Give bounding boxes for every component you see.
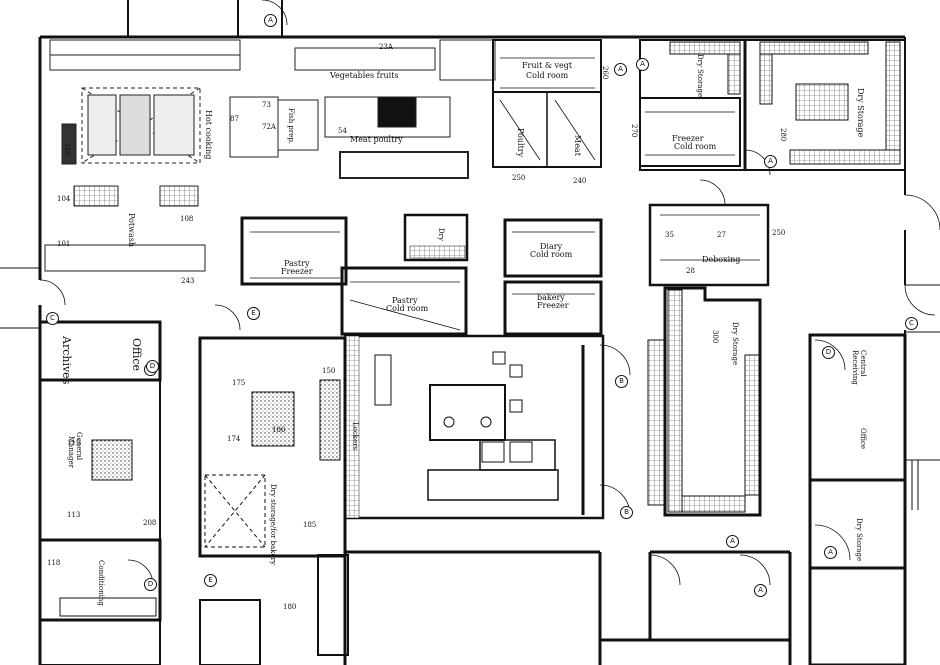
room-label-vegetables-fruits: Vegetables fruits <box>330 71 399 80</box>
lockers-restrooms <box>343 334 605 520</box>
tag-260: 260 <box>601 66 609 80</box>
tag-101: 101 <box>57 240 71 248</box>
door-marker: A <box>264 14 277 27</box>
room-label-pastry-freezer-1: Pastry <box>284 259 310 268</box>
tag-23a: 23A <box>379 43 393 51</box>
tag-208: 208 <box>143 519 157 527</box>
tag-118: 118 <box>47 559 61 567</box>
room-label-dry-storage-lower: Dry Storage <box>855 518 863 562</box>
door-marker: D <box>144 578 157 591</box>
room-label-fruit-veg-cold-room: Cold room <box>526 71 569 80</box>
room-label-office-right: Office <box>859 428 867 450</box>
bottom-walls <box>343 550 792 665</box>
door-marker: A <box>614 63 627 76</box>
room-label-archives: Archives <box>60 336 73 385</box>
room-label-pastry-freezer-2: Freezer <box>281 267 313 276</box>
room-label-dry-storage-right: Dry Storage <box>856 88 865 138</box>
tag-174: 174 <box>227 435 241 443</box>
tag-250: 250 <box>512 174 526 182</box>
room-label-fruit-veg: Fruit & vegt <box>522 61 573 70</box>
room-label-bakery-freezer: Freezer <box>537 301 569 310</box>
right-wing <box>808 333 940 665</box>
tag-72a: 72A <box>262 123 276 131</box>
door-marker: D <box>146 360 159 373</box>
room-label-poultry: Poultry <box>516 128 525 158</box>
room-label-lockers: Lockers <box>351 422 359 451</box>
tag-175: 175 <box>232 379 246 387</box>
door-marker: A <box>726 535 739 548</box>
room-label-hot-cooking: Hot cooking <box>204 110 213 160</box>
bakery-zone <box>198 336 349 665</box>
door-marker: D <box>822 346 835 359</box>
door-marker: E <box>204 574 217 587</box>
room-label-counter-note: Dry storage/for bakery <box>269 484 277 565</box>
room-label-deboxing: Deboxing <box>702 255 741 264</box>
tag-250b: 250 <box>772 229 786 237</box>
room-label-conditioning: Conditioning <box>97 560 105 606</box>
dry-storage-top <box>639 39 906 171</box>
room-label-bakery: bakery <box>537 293 565 302</box>
room-label-fish-prep: Fish prep. <box>287 108 295 145</box>
tag-87: 87 <box>230 115 239 123</box>
tag-108: 108 <box>180 215 194 223</box>
mid-rooms <box>240 203 770 336</box>
door-marker: C <box>46 312 59 325</box>
room-label-receiving: Receiving <box>851 350 859 385</box>
tag-150: 150 <box>322 367 336 375</box>
door-marker: A <box>754 584 767 597</box>
door-swings <box>39 0 940 586</box>
tag-28: 28 <box>686 267 695 275</box>
tag-104: 104 <box>57 195 71 203</box>
tag-113: 113 <box>67 511 81 519</box>
dry-storage-mid <box>647 286 762 517</box>
left-offices <box>38 320 162 665</box>
tag-100: 100 <box>63 143 71 157</box>
door-marker: B <box>615 375 628 388</box>
door-marker: E <box>247 307 260 320</box>
room-label-potwash: Potwash <box>127 213 136 247</box>
room-label-dry-small: Dry <box>437 228 445 241</box>
tag-186: 186 <box>272 426 286 434</box>
tag-243: 243 <box>181 277 195 285</box>
tag-27: 27 <box>717 231 726 239</box>
door-marker: A <box>824 546 837 559</box>
room-label-meat-poultry: Meat poultry <box>350 135 403 144</box>
hot-kitchen <box>44 39 496 272</box>
tag-115: 115 <box>67 439 81 447</box>
tag-240: 240 <box>573 177 587 185</box>
room-label-diary-cold-room: Cold room <box>530 250 573 259</box>
room-label-pastry-cold-2: Cold room <box>386 304 429 313</box>
door-marker: B <box>620 506 633 519</box>
tag-54: 54 <box>338 127 347 135</box>
room-label-pastry-cold-1: Pastry <box>392 296 418 305</box>
tag-270: 270 <box>630 124 638 138</box>
door-marker: A <box>764 155 777 168</box>
room-label-freezer: Freezer <box>672 134 704 143</box>
door-marker: A <box>636 58 649 71</box>
tag-280: 280 <box>779 128 787 142</box>
tag-73: 73 <box>262 101 271 109</box>
room-label-meat: Meat <box>573 135 582 156</box>
room-label-dry-storage-mid: Dry Storage <box>731 322 739 366</box>
tag-185: 185 <box>303 521 317 529</box>
room-label-office: Office <box>130 338 143 372</box>
room-label-dry-storage-top: Dry Storage <box>696 54 704 98</box>
room-label-freezer-cold-room: Cold room <box>674 142 717 151</box>
room-label-central: Central <box>859 350 867 377</box>
tag-35: 35 <box>665 231 674 239</box>
tag-180: 180 <box>283 603 297 611</box>
door-marker: C <box>905 317 918 330</box>
tag-300: 300 <box>711 330 719 344</box>
room-label-diary: Diary <box>540 242 563 251</box>
